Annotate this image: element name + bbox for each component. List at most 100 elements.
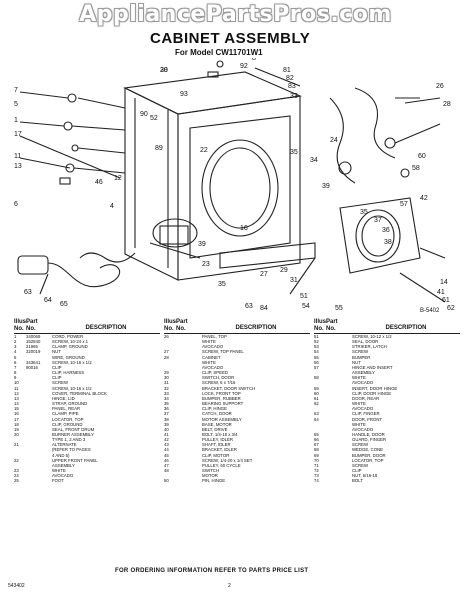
table-row: 37 CATCH, DOOR — [164, 411, 310, 416]
illus-number: 73 — [314, 473, 319, 479]
part-description: HINGE AND INSERT — [352, 364, 393, 370]
illus-number: 40 — [164, 426, 169, 432]
callout-label: 46 — [95, 179, 103, 186]
illus-number: 2 — [14, 339, 17, 345]
part-description: BOLT — [352, 478, 363, 484]
illus-number: 26 — [164, 334, 169, 339]
callout-label: 41 — [437, 289, 445, 296]
part-description: PULLEY, IDLER — [202, 437, 233, 443]
part-description: SCREW, 1/4-20 x 1/4 SET — [202, 457, 253, 463]
cabinet-top-panel — [123, 71, 302, 115]
illus-number: 37 — [164, 411, 169, 417]
part-description: WHITE — [352, 375, 366, 381]
callout-label: 93 — [180, 91, 188, 98]
part-description: WHITE — [352, 421, 366, 427]
callout-label: 61 — [442, 297, 450, 304]
part-description: NUT, 5/16-18 — [352, 473, 378, 479]
part-description: HINGE, LID — [52, 395, 75, 401]
part-description: SCREW, 10-16 x 1/2 — [52, 359, 92, 365]
illus-number: 57 — [314, 364, 319, 370]
illus-number: 17 — [14, 416, 19, 422]
callout-label: 51 — [300, 293, 308, 300]
header-part-no: No. — [26, 325, 36, 332]
part-description: PULLEY, 60 CYCLE — [202, 462, 241, 468]
part-description: CLIP, FINGER — [352, 411, 380, 417]
header-description: DESCRIPTION — [85, 325, 127, 331]
header-illus: Illus. — [14, 319, 28, 325]
part-number: 343641 — [26, 359, 41, 365]
illus-number: 38 — [164, 416, 169, 422]
illus-number: 68 — [314, 447, 319, 453]
part-description: MOTOR — [202, 473, 218, 479]
callout-label: 12 — [114, 175, 122, 182]
motor — [152, 218, 198, 248]
callout-label: 24 — [330, 137, 338, 144]
part-description: PIN, HINGE — [202, 478, 226, 484]
illus-number: 34 — [164, 395, 169, 401]
illus-number: 71 — [314, 462, 319, 468]
part-description: HANDLE, DOOR — [352, 431, 385, 437]
part-number: 90016 — [26, 364, 38, 370]
part-description: CLIP — [52, 375, 62, 381]
part-description: CATCH, DOOR — [202, 411, 232, 417]
callout-label: 54 — [302, 303, 310, 310]
part-description: SCREW — [52, 380, 68, 386]
door-panel — [339, 197, 421, 274]
illus-number: 9 — [14, 375, 17, 381]
table-row: WHITE — [164, 339, 310, 344]
header-part: Part — [176, 319, 188, 325]
illus-number: 22 — [14, 457, 19, 463]
illus-number: 36 — [164, 406, 169, 412]
callout-label: 42 — [420, 195, 428, 202]
part-description: SCREW, 10-16 x 1/2 — [52, 385, 92, 391]
illus-number: 61 — [314, 395, 319, 401]
callout-label: 89 — [155, 145, 163, 152]
callout-label: 17 — [14, 131, 22, 138]
callout-label: 29 — [280, 267, 288, 274]
callout-label: 34 — [310, 157, 318, 164]
part-description: SCREW, 10-24 x 1 — [52, 339, 89, 345]
illus-number: 39 — [164, 421, 169, 427]
part-description: PANEL, REAR — [52, 406, 81, 412]
part-description: LOCK, FRONT TOP — [202, 390, 241, 396]
part-number — [176, 478, 202, 483]
part-description: CLIP, MOTOR — [202, 452, 230, 458]
illus-number: 7 — [14, 364, 17, 370]
table-row: ASSEMBLY — [14, 463, 160, 468]
illus-number: 56 — [314, 359, 319, 365]
page-code: 543402 — [8, 583, 25, 589]
part-description: AVOCADO — [202, 344, 224, 350]
part-description: FOOT — [52, 478, 64, 484]
part-description: SCREW — [352, 349, 368, 355]
